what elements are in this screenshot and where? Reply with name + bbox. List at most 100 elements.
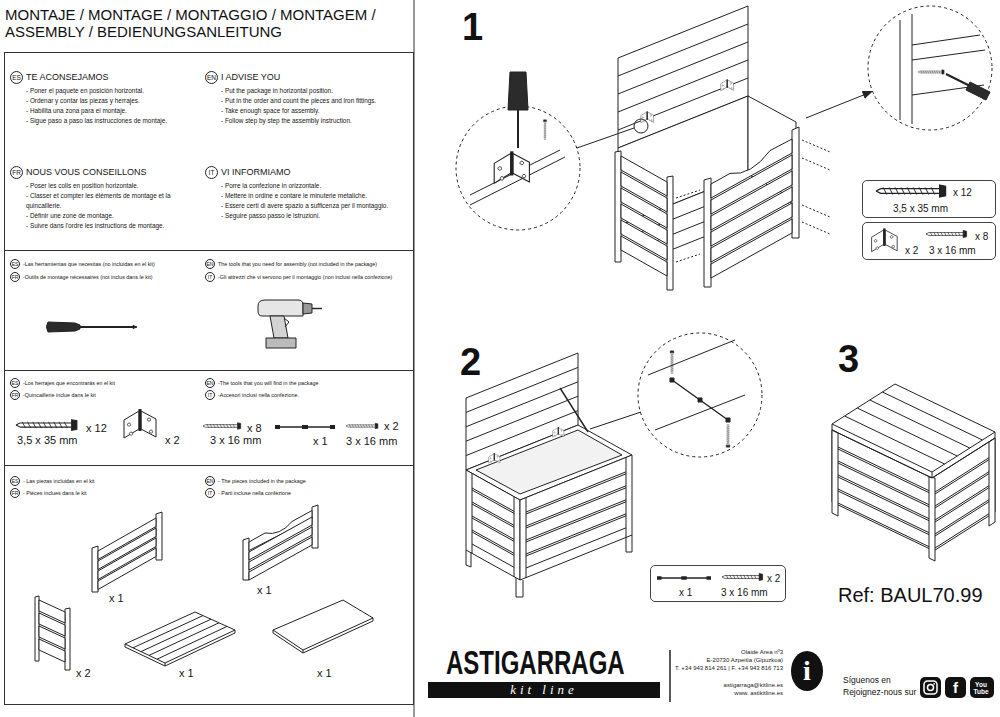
part-quantity: 3 x 16 mm	[210, 434, 261, 446]
bottom-board-part	[273, 600, 373, 653]
lid-stay-icon	[275, 425, 335, 429]
panel-post	[704, 127, 799, 287]
panel-post	[243, 538, 249, 580]
magnifier-circle	[638, 333, 762, 457]
screw-icon	[926, 231, 967, 238]
language-code: ES	[10, 259, 20, 269]
step-number: 3	[838, 340, 859, 378]
screwdriver-handle	[47, 322, 81, 332]
contact-line: Olaide Area nº3	[741, 648, 783, 656]
advice-bullet: - Essere certi di avere spazio a suffice…	[221, 201, 411, 211]
lid-edge	[832, 424, 995, 478]
edge-lines	[648, 340, 745, 430]
icon-lens	[928, 685, 934, 691]
tools-panel: ES-Las herramientas que necesitas (no in…	[4, 250, 414, 371]
language-code: FR	[10, 166, 23, 179]
panel-slats	[98, 518, 156, 590]
lid-slat-lines	[133, 616, 227, 660]
part-quantity: x 2	[384, 420, 399, 432]
panel-post	[312, 505, 318, 548]
part-quantity: x 2	[905, 245, 918, 256]
chest-legs	[466, 535, 632, 597]
panel-post	[35, 596, 39, 661]
chest-rim	[466, 425, 632, 500]
advice-bullet: - Habilita una zona para el montaje.	[26, 106, 202, 116]
section-heading: NOUS VOUS CONSEILLONS	[26, 166, 147, 179]
screw-icon	[726, 424, 730, 447]
parts-callout-box: x 123,5 x 35 mm	[862, 180, 996, 218]
section-heading: VI INFORMIAMO	[221, 166, 291, 179]
section-heading: TE ACONSEJAMOS	[26, 71, 109, 84]
short-face	[932, 438, 995, 552]
part-quantity: x 8	[247, 422, 262, 434]
screw-icon	[543, 120, 547, 140]
drill-grip	[270, 316, 288, 338]
pointer-line	[806, 94, 866, 118]
attached-side	[748, 96, 796, 200]
part-quantity: 3,5 x 35 mm	[17, 434, 78, 446]
advice-bullet: - Follow step by step the assembly instr…	[221, 116, 409, 126]
section-caption: -Las herramientas que necesitas (no incl…	[23, 259, 201, 269]
hinge-icon	[721, 79, 734, 91]
part-quantity: x 8	[975, 231, 988, 242]
lid-slat-lines	[466, 367, 578, 455]
advice-bullet: - Poner el paquete en posición horizonta…	[26, 86, 202, 96]
drill-body	[258, 300, 303, 316]
front-panel-slats	[711, 139, 792, 198]
social-letter: You Tube	[971, 681, 991, 695]
lid-stay	[672, 380, 728, 420]
detail-marker	[634, 119, 648, 133]
drill-bit	[312, 308, 322, 309]
part-quantity: x 2	[767, 573, 780, 584]
screwdriver-handle	[966, 82, 990, 100]
section-caption: -Quincaillerie inclue dans le kit	[23, 390, 201, 400]
advice-bullet: - Ordenar y contar las piezas y herrajes…	[26, 96, 202, 106]
magnifier-circle	[868, 6, 992, 130]
front-panel-part	[92, 512, 162, 592]
open-lid	[466, 353, 578, 470]
step3-chest	[832, 384, 995, 561]
hinge-icon	[124, 409, 156, 438]
lid-stay	[560, 388, 588, 432]
drill-trigger	[284, 318, 289, 327]
slat-lines	[472, 488, 514, 567]
lid-edge-lines	[470, 150, 565, 205]
language-code: EN	[205, 378, 215, 388]
drill-chuck	[303, 303, 312, 314]
brand-tagline: kit line	[510, 682, 578, 697]
language-code: FR	[10, 272, 20, 282]
section-caption: -Accesori inclusi nella confezione.	[218, 390, 412, 400]
panel-post	[615, 151, 673, 290]
hinge-icon	[641, 111, 654, 123]
section-caption: -Outils de montage nécessaires (not incl…	[23, 272, 201, 282]
lid-edge	[125, 630, 235, 666]
brand-bar	[428, 682, 660, 698]
screw-direction-marks	[676, 140, 830, 262]
screwdriver-shaft	[517, 110, 519, 148]
lid-face	[125, 612, 235, 663]
info-letter: i	[803, 656, 811, 686]
lid-slat-lines	[618, 24, 748, 130]
screw-icon	[203, 423, 241, 430]
step-number: 1	[462, 8, 483, 46]
part-quantity: x 2	[165, 434, 180, 446]
panel-slats	[249, 511, 312, 551]
part-quantity: x 1	[257, 584, 272, 596]
part-quantity: 3,5 x 35 mm	[893, 203, 948, 214]
language-code: EN	[205, 71, 218, 84]
advice-panel: ESTE ACONSEJAMOS- Poner el paquete en po…	[4, 52, 414, 251]
screwdriver-handle	[508, 72, 528, 110]
part-quantity: x 2	[76, 667, 91, 679]
bottom-tray	[618, 174, 796, 252]
pieces-panel: ES- Las piezas incluidas en el kitEN- Th…	[4, 465, 414, 705]
info-icon: i	[791, 651, 823, 691]
icon-frame	[924, 681, 937, 694]
drill-tool	[258, 300, 322, 348]
contact-line: E-20730 Azpeitia (Gipuzkoa)	[707, 656, 783, 664]
step1-detail-right	[806, 6, 992, 130]
section-heading: I ADVISE YOU	[221, 71, 280, 84]
social-icon: You Tube	[970, 677, 994, 698]
language-code: EN	[205, 476, 215, 486]
advice-bullet: - Put the package in horizontal position…	[221, 86, 409, 96]
